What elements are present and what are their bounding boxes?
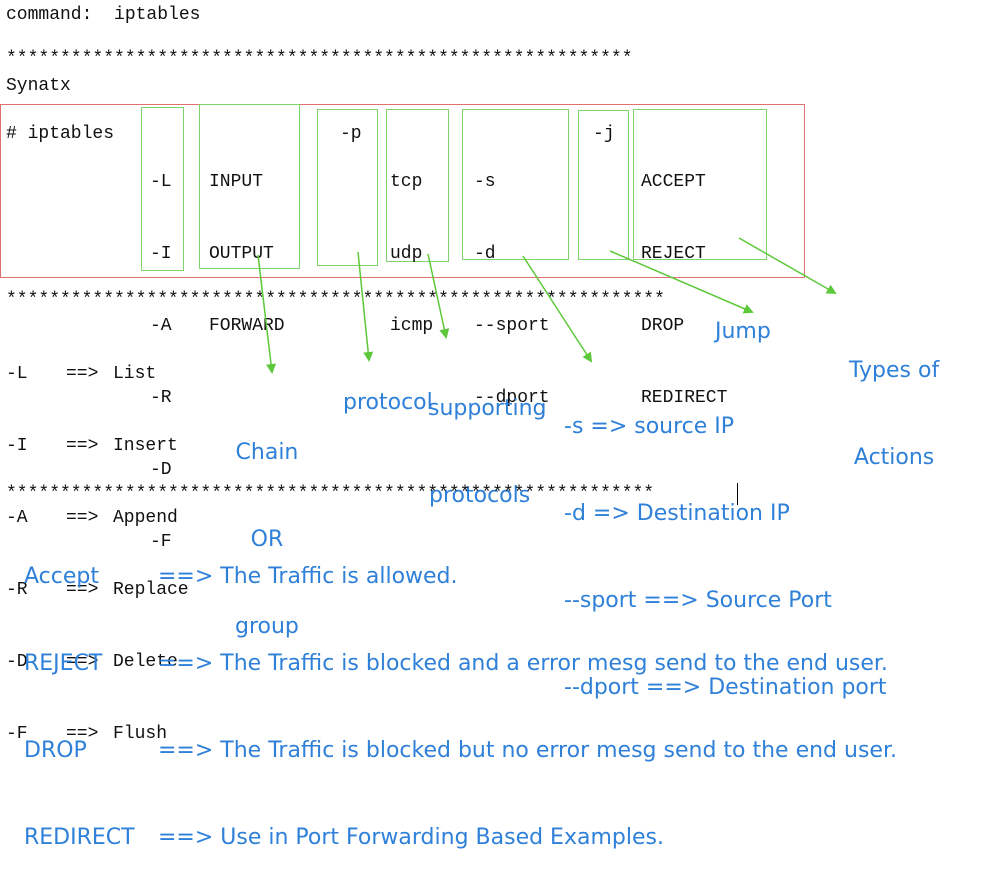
protocol-flag: -p <box>340 124 362 144</box>
action-description-text: ==> The Traffic is blocked but no error … <box>158 738 897 763</box>
supporting-protocols-line: supporting <box>428 396 547 421</box>
legend-flag: -L <box>6 364 28 384</box>
command-flag: -R <box>150 388 172 408</box>
types-of-actions-annotation: Types of Actions <box>849 298 939 501</box>
jump-flag: -j <box>593 124 615 144</box>
arrow-to-jump <box>609 250 754 314</box>
chain-annotation-line: Chain <box>235 440 299 465</box>
command-flag: -F <box>150 532 172 552</box>
legend-meaning: Replace <box>113 580 189 600</box>
chain-name: OUTPUT <box>209 244 274 264</box>
syntax-box <box>0 104 805 278</box>
command-line: command: iptables <box>6 5 201 25</box>
legend-flag: -R <box>6 580 28 600</box>
protocol-name: udp <box>390 244 423 264</box>
legend-arrow: ==> <box>66 508 99 528</box>
action-name: REJECT <box>641 244 706 264</box>
address-annotation-line: -s => source IP <box>564 414 735 439</box>
separator-bottom: ****************************************… <box>6 484 655 504</box>
address-flag: -d <box>474 244 496 264</box>
protocol-annotation: protocol <box>343 390 433 415</box>
arrow-to-supporting-protocols <box>427 253 450 339</box>
syntax-heading: Synatx <box>6 76 71 96</box>
address-flag: --dport <box>474 388 550 408</box>
legend-arrow: ==> <box>66 436 99 456</box>
separator-top: ****************************************… <box>6 49 633 69</box>
action-name: DROP <box>641 316 685 336</box>
action-description-text: ==> Use in Port Forwarding Based Example… <box>158 825 664 850</box>
action-description-text: ==> The Traffic is allowed. <box>158 564 458 589</box>
chains-box <box>199 104 300 269</box>
command-flag: -A <box>150 316 172 336</box>
legend-arrow: ==> <box>66 580 99 600</box>
types-of-actions-line: Actions <box>853 445 935 470</box>
action-description-name: REDIRECT <box>24 825 135 850</box>
text-cursor <box>737 483 738 505</box>
syntax-prompt: # iptables <box>6 124 115 144</box>
protocol-name: icmp <box>390 316 434 336</box>
arrow-to-address <box>522 255 593 363</box>
annotation-arrows <box>257 237 837 374</box>
command-flag: -L <box>150 172 172 192</box>
legend-meaning: Append <box>113 508 178 528</box>
commands-list: -L -I -A -R -D -F <box>150 122 172 578</box>
types-of-actions-line: Types of <box>849 358 940 383</box>
legend-flag: -A <box>6 508 28 528</box>
command-flag: -D <box>150 460 172 480</box>
legend-meaning: Insert <box>113 436 178 456</box>
legend-flag: -I <box>6 436 28 456</box>
separator-middle: ****************************************… <box>6 290 665 310</box>
address-flag: -s <box>474 172 496 192</box>
legend-arrow: ==> <box>66 364 99 384</box>
supporting-protocols-annotation: supporting protocols <box>428 336 547 539</box>
protocols-box <box>386 109 449 262</box>
actions-box <box>633 109 767 260</box>
action-name: REDIRECT <box>641 388 728 408</box>
address-flags-box <box>462 109 569 260</box>
action-description-name: DROP <box>24 738 87 763</box>
supporting-protocols-line: protocols <box>429 483 531 508</box>
action-description-name: Accept <box>24 564 99 589</box>
protocol-flag-box <box>317 109 378 266</box>
action-name: ACCEPT <box>641 172 706 192</box>
address-flags-list: -s -d --sport --dport <box>474 122 550 434</box>
command-flag: -I <box>150 244 172 264</box>
address-annotation-line: -d => Destination IP <box>564 501 790 526</box>
chain-name: INPUT <box>209 172 264 192</box>
address-flag: --sport <box>474 316 550 336</box>
jump-flag-box <box>578 110 629 260</box>
arrow-to-actions <box>738 237 837 294</box>
commands-box <box>141 107 184 271</box>
address-annotation-line: --sport ==> Source Port <box>564 588 832 613</box>
action-description-name: REJECT <box>24 651 103 676</box>
jump-annotation: Jump <box>715 319 771 344</box>
protocol-name: tcp <box>390 172 423 192</box>
actions-list: ACCEPT REJECT DROP REDIRECT <box>641 122 727 434</box>
arrow-to-protocol <box>357 251 374 362</box>
legend-meaning: List <box>113 364 157 384</box>
arrow-to-chain <box>257 254 277 374</box>
action-description-text: ==> The Traffic is blocked and a error m… <box>158 651 888 676</box>
protocols-list: tcp udp icmp <box>390 122 433 362</box>
chain-annotation-line: OR <box>250 527 284 552</box>
